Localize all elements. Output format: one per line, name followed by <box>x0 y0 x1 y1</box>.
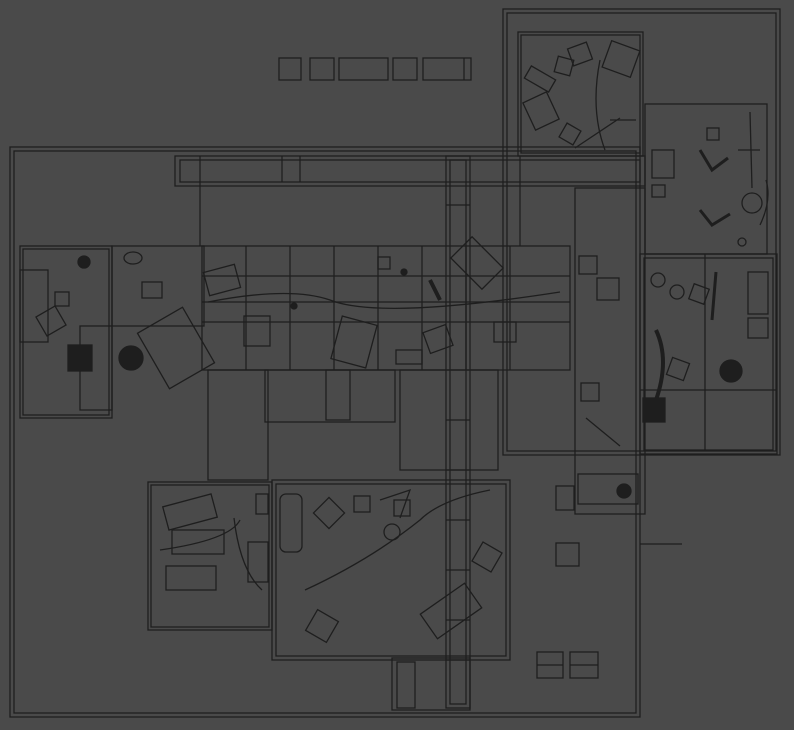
crate-icon <box>67 344 93 372</box>
chair-icon[interactable] <box>35 305 67 337</box>
room-bottom-center[interactable] <box>271 479 511 711</box>
lamp-icon <box>123 251 143 265</box>
sofa-icon[interactable] <box>651 149 675 179</box>
rabbit-figure-icon <box>698 149 729 173</box>
chair-icon[interactable] <box>422 323 454 355</box>
plant-icon <box>719 359 743 383</box>
sofa-icon[interactable] <box>161 493 219 531</box>
round-table-icon[interactable] <box>741 192 763 214</box>
chair-icon[interactable] <box>141 281 163 299</box>
crate-icon[interactable] <box>522 91 560 131</box>
stool-icon[interactable] <box>650 272 666 288</box>
sofa-icon[interactable] <box>279 493 303 553</box>
chair-icon[interactable] <box>471 541 503 573</box>
top-storage-boxes[interactable] <box>278 57 472 81</box>
table-icon[interactable] <box>596 277 620 301</box>
sofa-icon[interactable] <box>202 263 242 297</box>
sofa-icon[interactable] <box>165 565 217 591</box>
room-right-hall[interactable] <box>555 187 778 567</box>
sofa-icon[interactable] <box>523 65 557 93</box>
room-bottom-left[interactable] <box>147 481 303 631</box>
table-icon[interactable] <box>601 39 641 79</box>
chair-icon[interactable] <box>566 41 594 67</box>
table-icon[interactable] <box>304 608 340 644</box>
stool-icon[interactable] <box>558 122 582 146</box>
table-icon[interactable] <box>312 496 346 530</box>
room-right-lounge[interactable] <box>644 103 769 255</box>
rabbit-figure-icon <box>710 271 718 321</box>
plant-icon <box>118 345 144 371</box>
chair-icon[interactable] <box>247 541 269 583</box>
crate-icon[interactable] <box>330 315 378 369</box>
stool-icon[interactable] <box>393 499 411 517</box>
chair-icon[interactable] <box>54 291 70 307</box>
room-top-right-office[interactable] <box>517 31 644 157</box>
room-bottom-right-alcove[interactable] <box>536 543 682 679</box>
stool-icon[interactable] <box>353 495 371 513</box>
chair-icon[interactable] <box>578 255 598 275</box>
table-icon[interactable] <box>171 529 225 555</box>
room-central-hall[interactable] <box>174 155 646 709</box>
sofa-icon[interactable] <box>419 582 483 640</box>
room-left[interactable] <box>19 245 216 419</box>
chair-icon[interactable] <box>553 55 575 77</box>
stool-icon[interactable] <box>669 284 685 300</box>
chair-icon[interactable] <box>580 382 600 402</box>
stool-icon[interactable] <box>493 321 517 343</box>
